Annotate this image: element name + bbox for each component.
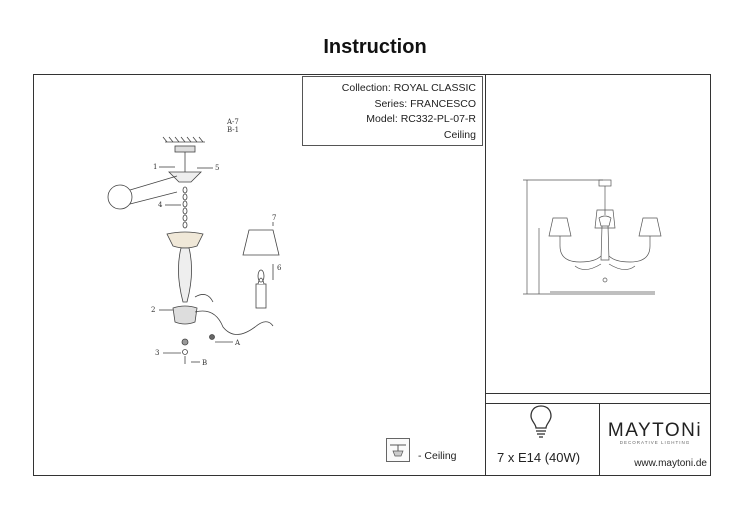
- divider: [485, 403, 711, 404]
- dimension-drawing: [523, 179, 662, 295]
- step-label: 3: [155, 349, 159, 357]
- ceiling-mount-icon: [386, 438, 410, 462]
- mounting-text: Ceiling: [443, 128, 476, 141]
- step-label: 2: [151, 306, 155, 314]
- brand-logo: MAYTONi: [607, 420, 703, 441]
- divider: [599, 403, 600, 476]
- parts-label-a: A-7: [226, 118, 239, 126]
- step-label: 4: [158, 201, 163, 209]
- parts-label-b: B-1: [227, 126, 239, 134]
- bulb-icon: [530, 405, 552, 438]
- instruction-frame: [33, 74, 711, 476]
- divider: [485, 393, 711, 394]
- model-text: Model: RC332-PL-07-R: [366, 113, 476, 125]
- step-label: 7: [272, 214, 276, 222]
- assembly-diagram: A-7 B-1 1 5 4 2 3 7 6 A B: [107, 118, 282, 367]
- series-text: Series: FRANCESCO: [374, 97, 476, 110]
- part-ref-label: B: [202, 359, 207, 367]
- ceiling-mount-label: - Ceiling: [418, 450, 457, 462]
- step-label: 1: [153, 163, 157, 171]
- part-ref-label: A: [234, 339, 241, 347]
- collection-text: Collection: ROYAL CLASSIC: [341, 82, 476, 94]
- page-title: Instruction: [323, 36, 427, 58]
- divider: [485, 74, 486, 476]
- step-label: 6: [277, 264, 282, 272]
- step-label: 5: [215, 164, 219, 172]
- product-info-box: Collection: ROYAL CLASSIC Series: FRANCE…: [302, 76, 483, 146]
- website-link[interactable]: www.maytoni.de: [634, 458, 707, 469]
- brand-tagline: DECORATIVE LIGHTING: [619, 440, 691, 445]
- bulb-spec: 7 x E14 (40W): [497, 450, 581, 465]
